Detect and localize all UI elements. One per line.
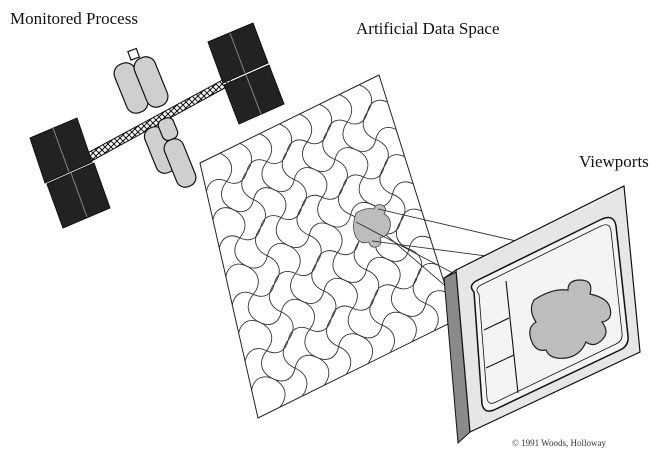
monitored-process-label: Monitored Process xyxy=(10,9,138,28)
puzzle-edge-line xyxy=(358,84,439,332)
puzzle-edge-line xyxy=(219,152,286,408)
puzzle-edge-line xyxy=(279,123,352,375)
display-monitor-icon xyxy=(443,185,641,445)
puzzle-edge-line xyxy=(299,113,374,364)
data-space-piece-edges xyxy=(205,84,448,408)
left-solar-panel xyxy=(29,117,111,229)
puzzle-edge-line xyxy=(259,133,330,386)
puzzle-edge-line xyxy=(225,181,414,277)
highlighted-data-region xyxy=(353,204,391,248)
puzzle-edge-line xyxy=(244,263,440,362)
puzzle-edge-line xyxy=(251,290,448,390)
viewport-puzzle-piece-icon xyxy=(529,279,612,359)
space-station-icon xyxy=(29,22,285,229)
puzzle-edge-line xyxy=(218,154,405,249)
puzzle-edge-line xyxy=(238,235,431,334)
artificial-data-space-label: Artificial Data Space xyxy=(356,19,500,38)
puzzle-edge-line xyxy=(205,99,388,192)
station-antenna xyxy=(127,47,141,61)
data-space-outline xyxy=(199,74,457,419)
jigsaw-puzzle-grid-icon xyxy=(199,74,457,419)
puzzle-edge-line xyxy=(212,127,397,220)
viewport-dividers xyxy=(483,280,519,394)
right-solar-panel xyxy=(207,22,285,125)
puzzle-edge-line xyxy=(239,142,308,397)
station-modules xyxy=(113,56,197,188)
puzzle-edge-line xyxy=(231,208,422,305)
viewports-label: Viewports xyxy=(579,152,649,171)
copyright-notice: © 1991 Woods, Holloway xyxy=(512,438,606,448)
